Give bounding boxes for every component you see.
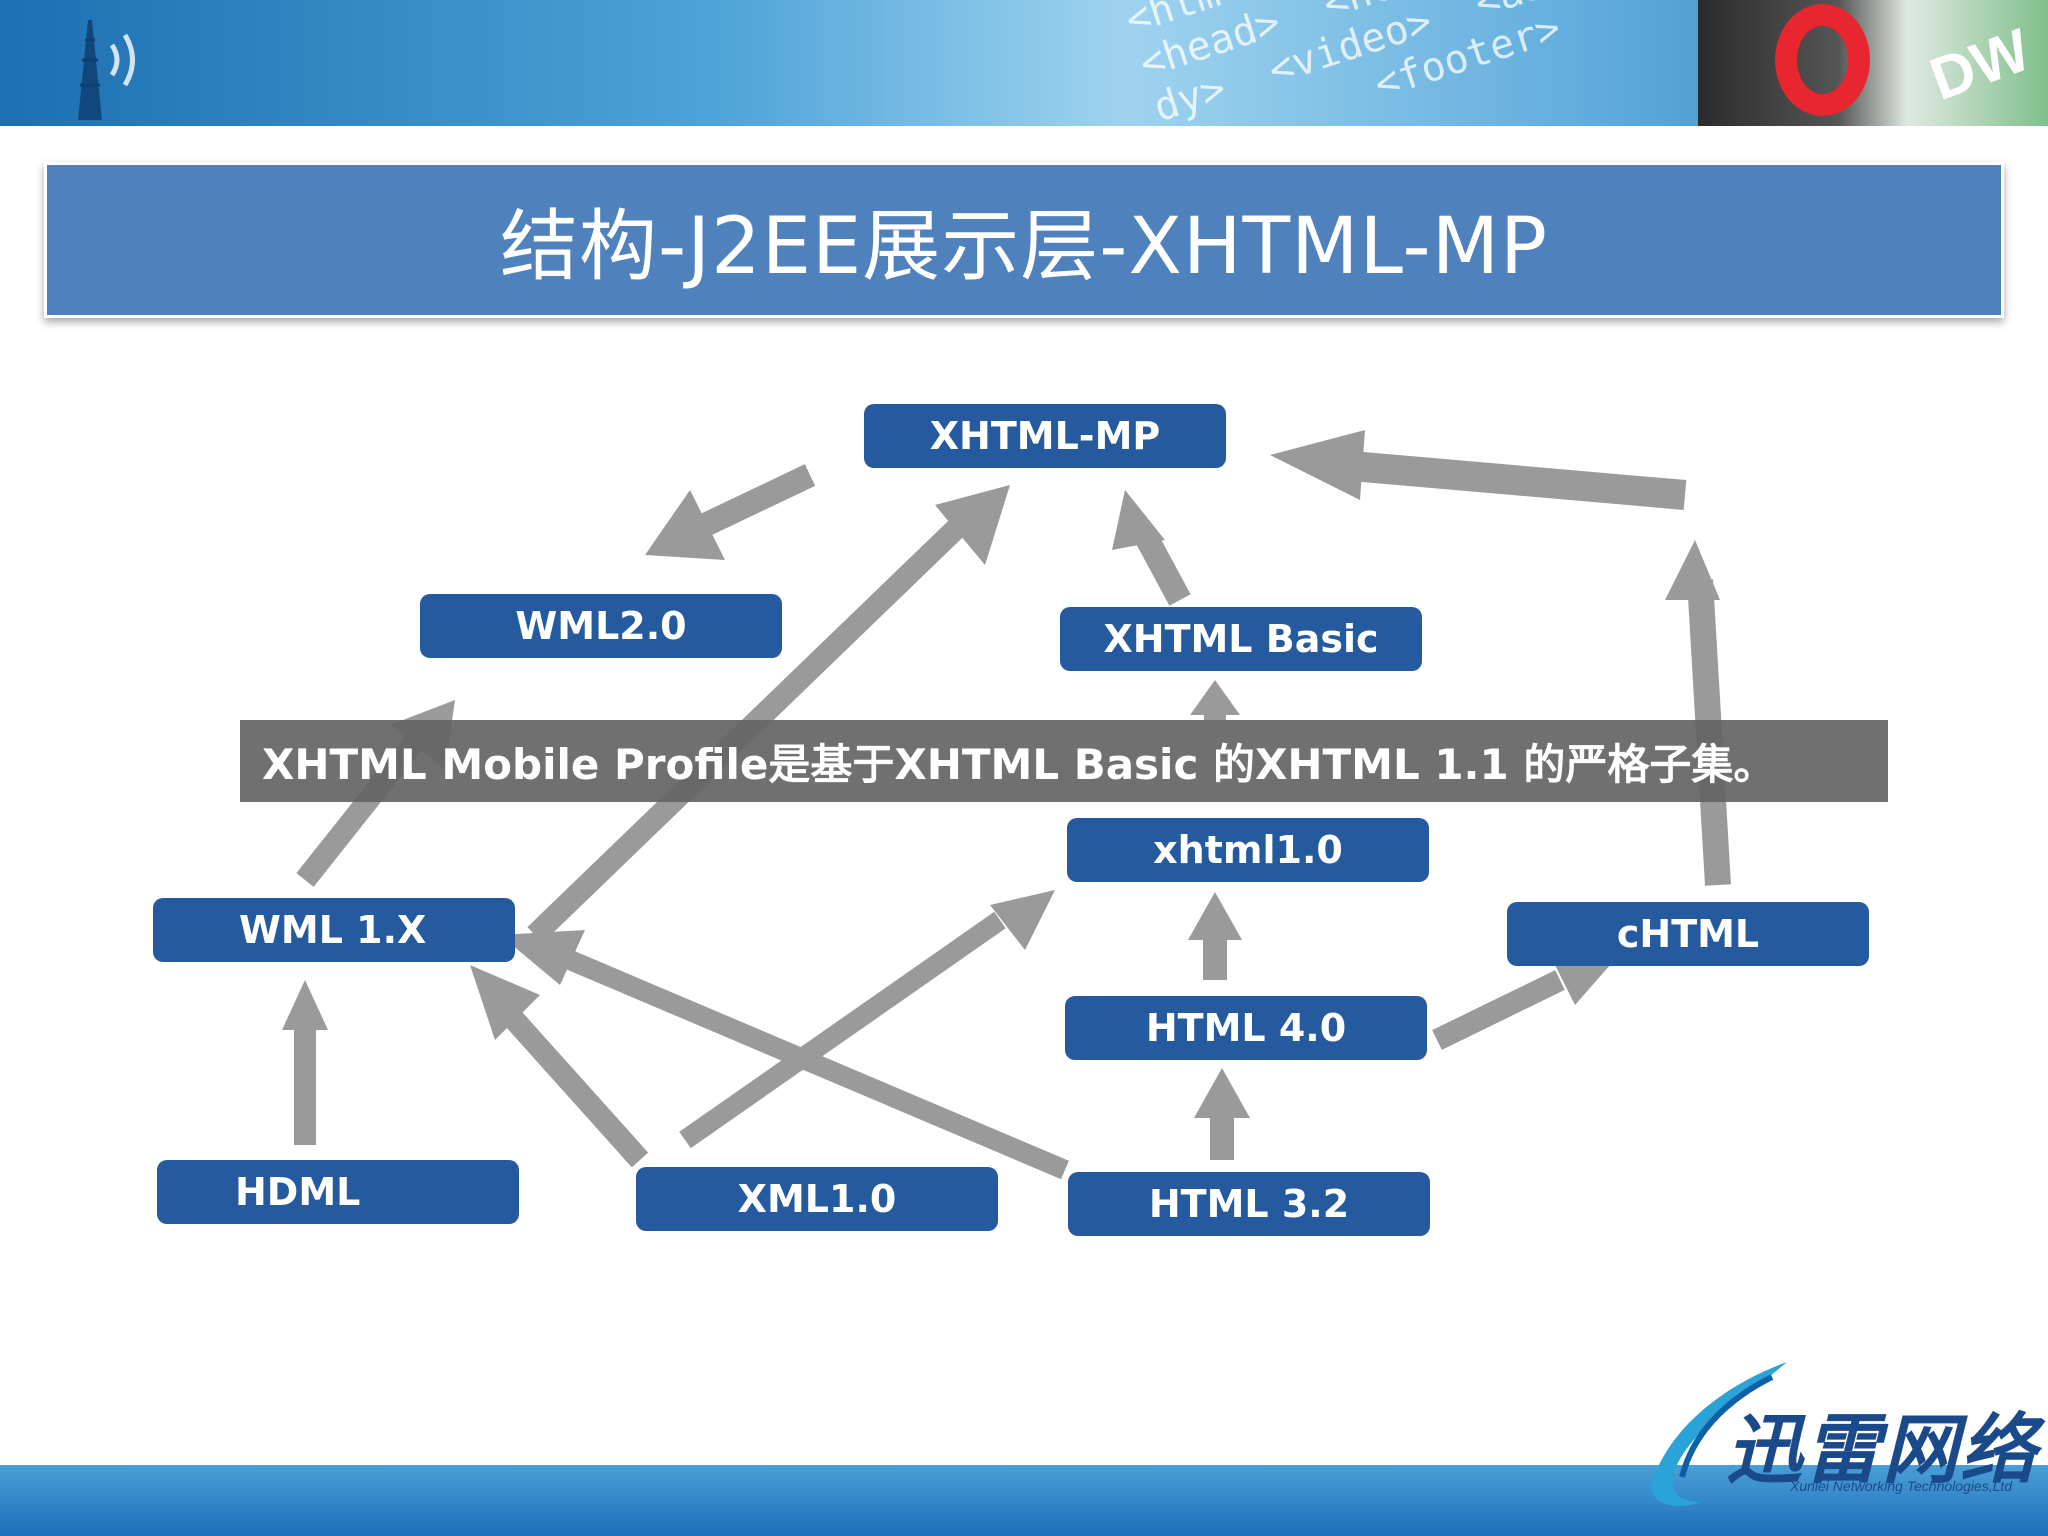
- brand-logo-text: 迅雷网络: [1726, 1405, 2038, 1494]
- banner-logo-area: [1698, 0, 2048, 126]
- footer-bar: [0, 1465, 2048, 1536]
- node-xhtml-basic: XHTML Basic: [1060, 607, 1422, 671]
- arrow-wml1x-to-xhtml-mp: [527, 485, 1010, 943]
- node-chtml: cHTML: [1507, 902, 1869, 966]
- brand-subtitle: Xunlei Networking Technologies,Ltd: [1790, 1478, 2013, 1494]
- arrow-html32-to-wml1x: [500, 930, 1069, 1180]
- node-hdml: HDML: [157, 1160, 519, 1224]
- arrow-xhtml-basic-to-xhtml-mp: [1112, 490, 1191, 606]
- arrow-xml10-to-xhtml10: [679, 890, 1055, 1149]
- node-wml1x: WML 1.X: [153, 898, 515, 962]
- node-xml10: XML1.0: [636, 1167, 998, 1231]
- slide-title: 结构-J2EE展示层-XHTML-MP: [499, 202, 1549, 292]
- antenna-tower-icon: [78, 20, 135, 120]
- arrow-xhtml10-to-xhtml-basic: [1190, 680, 1240, 720]
- slide-title-bar: 结构-J2EE展示层-XHTML-MP: [44, 162, 2004, 318]
- node-xhtml-mp: XHTML-MP: [864, 404, 1226, 468]
- node-html32: HTML 3.2: [1068, 1172, 1430, 1236]
- header-banner: <html xml> <head> <header> dy> <video> <…: [0, 0, 2048, 126]
- arrow-hdml-to-wml1x: [282, 980, 328, 1145]
- xunlei-swoosh-icon: [1651, 1362, 1787, 1506]
- arrow-html40-to-xhtml10: [1188, 892, 1242, 980]
- arrow-html32-to-html40: [1194, 1068, 1250, 1160]
- arrow-xhtml-mp-to-wml20: [645, 464, 816, 560]
- arrow-xml10-to-wml1x: [470, 965, 649, 1168]
- node-html40: HTML 4.0: [1065, 996, 1427, 1060]
- subtitle-caption: XHTML Mobile Profile是基于XHTML Basic 的XHTM…: [240, 720, 1888, 802]
- node-xhtml10: xhtml1.0: [1067, 818, 1429, 882]
- node-wml20: WML2.0: [420, 594, 782, 658]
